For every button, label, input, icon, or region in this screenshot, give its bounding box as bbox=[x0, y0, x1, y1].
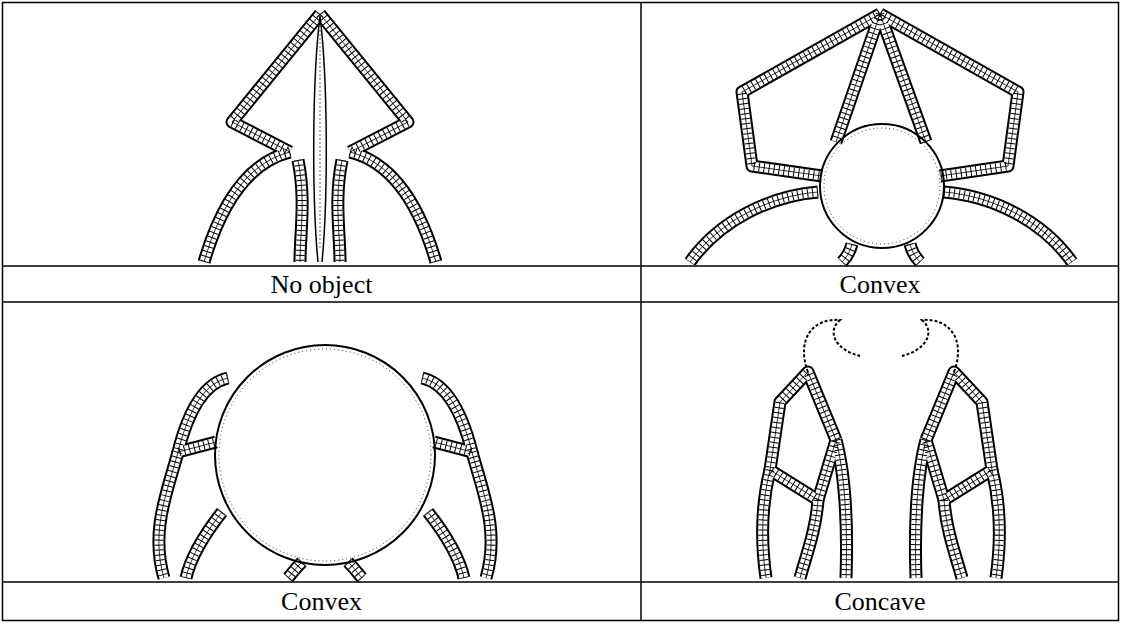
table-cell: Convex bbox=[3, 583, 640, 621]
caption-text: Convex bbox=[840, 272, 921, 298]
caption-text: Concave bbox=[835, 589, 926, 615]
table-cell: Convex bbox=[642, 267, 1118, 302]
table-cell: No object bbox=[3, 267, 640, 302]
table-cell: Concave bbox=[642, 583, 1118, 621]
caption-text: No object bbox=[271, 272, 373, 298]
caption-text: Convex bbox=[281, 589, 362, 615]
